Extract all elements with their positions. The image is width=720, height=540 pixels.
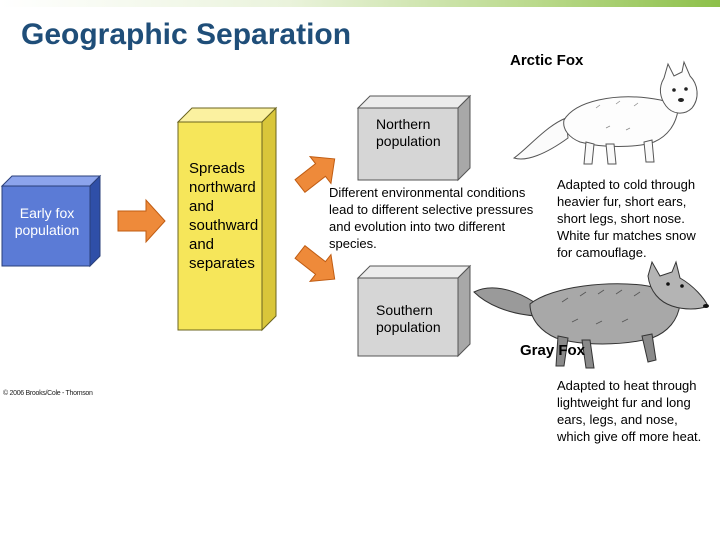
spreads-box: Spreads northward and southward and sepa… <box>176 106 278 332</box>
arctic-fox-label: Arctic Fox <box>510 52 584 69</box>
gray-fox-illustration <box>473 260 709 369</box>
gray-fox-description: Adapted to heat through lightweight fur … <box>557 378 702 444</box>
spreads-label: Spreads northward and southward and sepa… <box>189 160 259 272</box>
southern-population-label: Southern population <box>376 302 441 335</box>
early-box-shape <box>0 174 102 268</box>
northern-population-label: Northern population <box>376 116 441 149</box>
arctic-fox-illustration <box>512 60 698 165</box>
arrow-southern <box>294 244 336 283</box>
early-population-box: Early fox population <box>0 174 102 268</box>
slide-title: Geographic Separation <box>21 18 352 51</box>
northern-box-shape <box>356 94 472 182</box>
copyright-notice: © 2006 Brooks/Cole - Thomson <box>3 390 93 397</box>
spreads-box-shape <box>176 106 278 332</box>
arrow-northern <box>294 155 336 194</box>
northern-population-box: Northern population <box>356 94 472 182</box>
southern-population-box: Southern population <box>356 264 472 358</box>
arctic-fox-description: Adapted to cold through heavier fur, sho… <box>557 177 696 260</box>
early-population-label: Early fox population <box>14 205 80 238</box>
arrow-right <box>117 198 166 244</box>
middle-explanation: Different environmental conditions lead … <box>329 185 534 251</box>
top-accent-bar <box>0 0 720 7</box>
gray-fox-label: Gray Fox <box>520 342 586 359</box>
southern-box-shape <box>356 264 472 358</box>
